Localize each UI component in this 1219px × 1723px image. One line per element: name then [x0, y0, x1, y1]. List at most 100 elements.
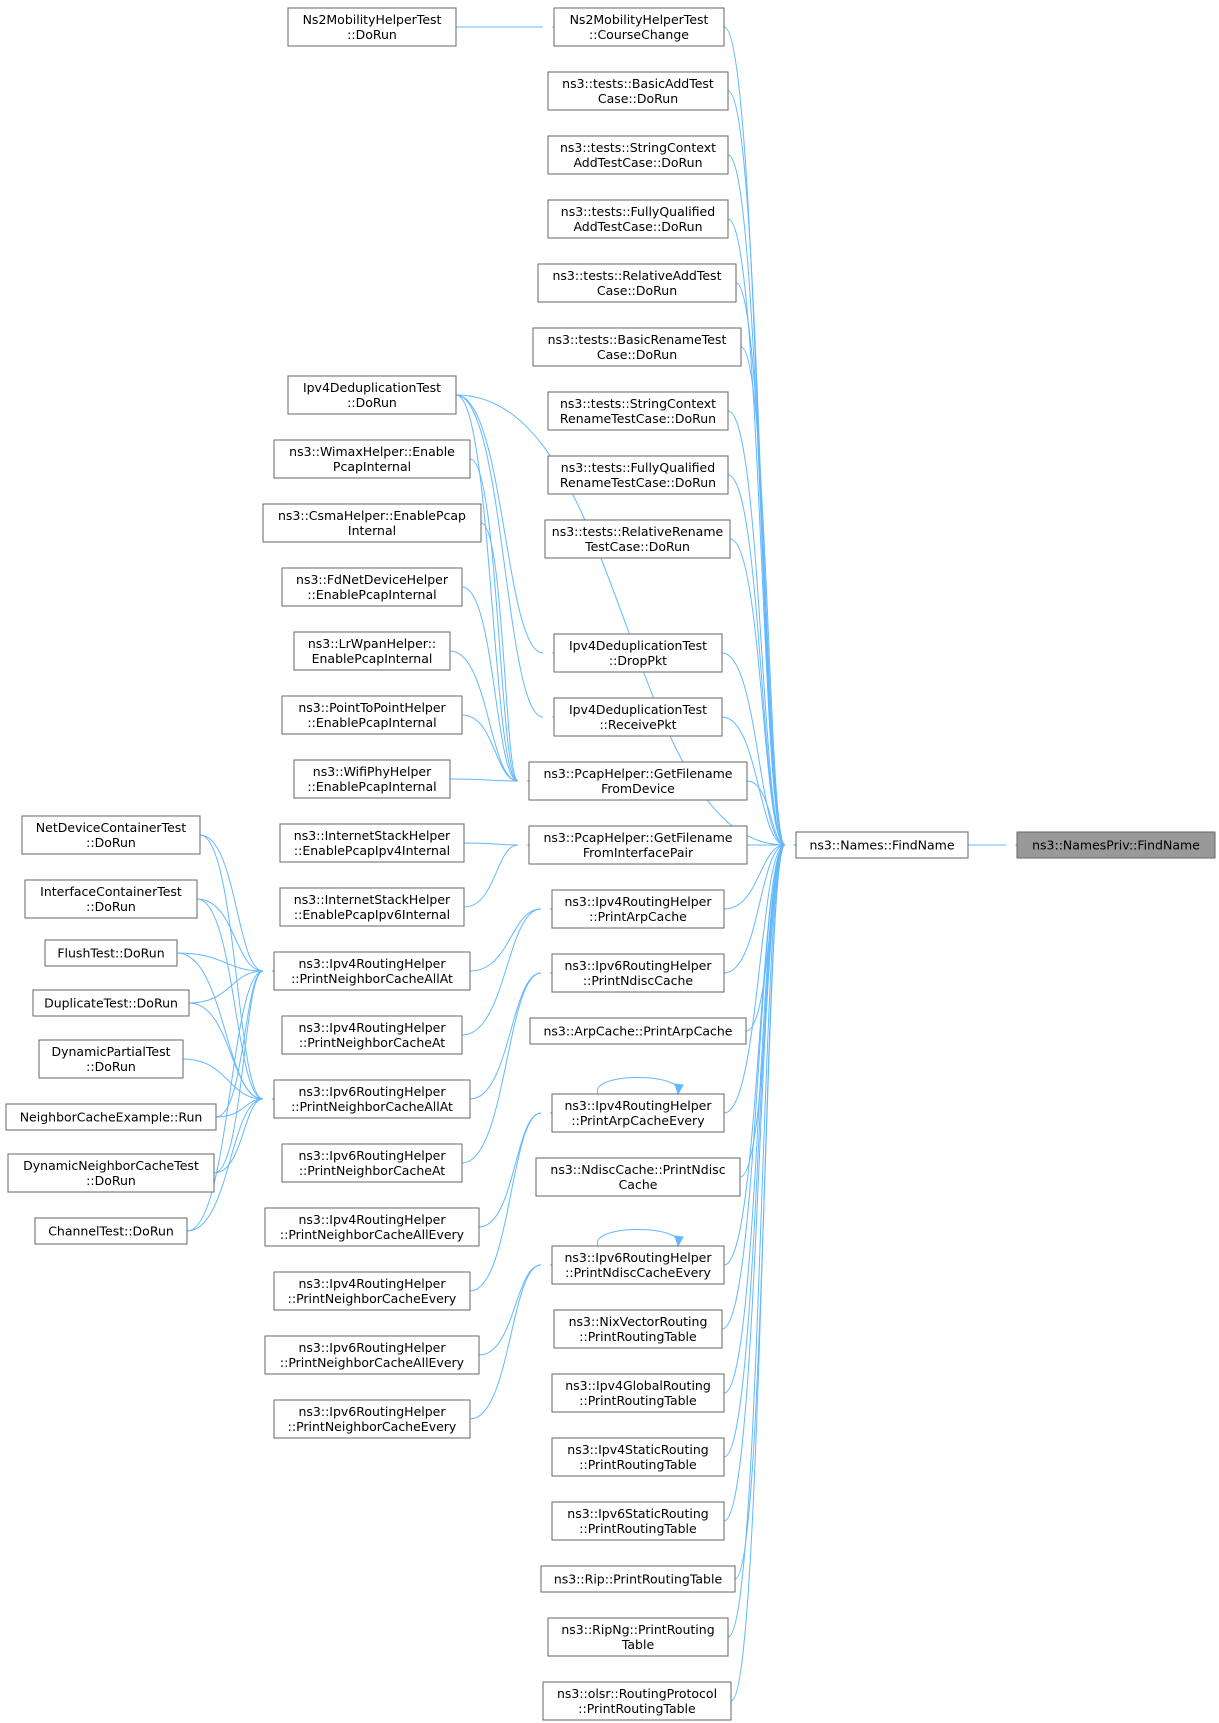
node-ndisccache-print[interactable]: ns3::NdiscCache::PrintNdiscCache — [535, 1157, 741, 1197]
node-dedup-dorun[interactable]: Ipv4DeduplicationTest::DoRun — [287, 375, 457, 415]
edge-ifcontainer-dorun-to-ipv6rh-nc-allat — [196, 898, 264, 1100]
node-label: ::PrintRoutingTable — [578, 1701, 696, 1716]
node-dynnc-dorun[interactable]: DynamicNeighborCacheTest::DoRun — [7, 1153, 215, 1193]
node-strctxrename[interactable]: ns3::tests::StringContextRenameTestCase:… — [547, 391, 729, 431]
node-box — [553, 7, 725, 47]
node-label: ::PrintNeighborCacheAllEvery — [280, 1227, 465, 1242]
node-box — [532, 327, 742, 367]
node-ipv6rh-nc-allevery[interactable]: ns3::Ipv6RoutingHelper::PrintNeighborCac… — [264, 1335, 480, 1375]
node-label: ::PrintNeighborCacheEvery — [288, 1419, 457, 1434]
node-ns2-coursechange[interactable]: Ns2MobilityHelperTest::CourseChange — [553, 7, 725, 47]
edge-flush-dorun-to-ipv4rh-nc-allat — [176, 952, 264, 972]
node-relrename[interactable]: ns3::tests::RelativeRenameTestCase::DoRu… — [544, 519, 731, 559]
node-wifiphy-pcap[interactable]: ns3::WifiPhyHelper::EnablePcapInternal — [293, 759, 451, 799]
node-ipv6rh-printndisc[interactable]: ns3::Ipv6RoutingHelper::PrintNdiscCache — [551, 953, 725, 993]
node-ipv4global-print[interactable]: ns3::Ipv4GlobalRouting::PrintRoutingTabl… — [551, 1373, 725, 1413]
node-label: ns3::tests::StringContext — [560, 396, 716, 411]
node-p2p-pcap[interactable]: ns3::PointToPointHelper::EnablePcapInter… — [281, 695, 463, 735]
node-ipv4static-print[interactable]: ns3::Ipv4StaticRouting::PrintRoutingTabl… — [551, 1437, 725, 1477]
node-box — [544, 519, 731, 559]
node-wimax-pcap[interactable]: ns3::WimaxHelper::EnablePcapInternal — [273, 439, 471, 479]
node-box — [281, 695, 463, 735]
node-ipv4rh-nc-at[interactable]: ns3::Ipv4RoutingHelper::PrintNeighborCac… — [281, 1015, 463, 1055]
node-label: ns3::Names::FindName — [809, 838, 954, 853]
node-duplicate-dorun[interactable]: DuplicateTest::DoRun — [32, 989, 190, 1017]
edge-basicadd-to-names-findname — [727, 90, 786, 846]
node-label: ns3::tests::FullyQualified — [561, 460, 715, 475]
node-box — [528, 761, 748, 801]
node-label: ::PrintRoutingTable — [579, 1393, 697, 1408]
node-label: Ipv4DeduplicationTest — [569, 702, 707, 717]
node-label: ChannelTest::DoRun — [48, 1224, 174, 1239]
node-inet-pcap6[interactable]: ns3::InternetStackHelper::EnablePcapIpv6… — [279, 887, 465, 927]
node-label: ::PrintArpCacheEvery — [571, 1113, 705, 1128]
edge-lrwpan-pcap-to-pcap-fromdevice — [449, 650, 519, 782]
node-label: DynamicNeighborCacheTest — [23, 1158, 199, 1173]
node-label: ::DoRun — [347, 27, 397, 42]
node-box — [21, 815, 201, 855]
node-channel-dorun[interactable]: ChannelTest::DoRun — [34, 1217, 188, 1245]
node-label: ns3::WifiPhyHelper — [313, 764, 432, 779]
node-label: ::CourseChange — [589, 27, 689, 42]
node-fqrename[interactable]: ns3::tests::FullyQualifiedRenameTestCase… — [547, 455, 729, 495]
node-ipv4rh-printarp[interactable]: ns3::Ipv4RoutingHelper::PrintArpCache — [551, 889, 725, 929]
node-dynpartial-dorun[interactable]: DynamicPartialTest::DoRun — [38, 1039, 184, 1079]
node-csma-pcap[interactable]: ns3::CsmaHelper::EnablePcapInternal — [262, 503, 482, 543]
node-ncexample-run[interactable]: NeighborCacheExample::Run — [5, 1103, 217, 1131]
node-olsr-print[interactable]: ns3::olsr::RoutingProtocol::PrintRouting… — [542, 1681, 732, 1721]
node-netdevcontainer-dorun[interactable]: NetDeviceContainerTest::DoRun — [21, 815, 201, 855]
node-box — [547, 391, 729, 431]
node-ripng-print[interactable]: ns3::RipNg::PrintRoutingTable — [547, 1617, 729, 1657]
node-label: ns3::tests::RelativeRename — [552, 524, 724, 539]
node-label: Case::DoRun — [598, 91, 678, 106]
node-box — [1016, 831, 1216, 859]
edge-arrowhead — [674, 1235, 684, 1248]
node-ipv6rh-nc-allat[interactable]: ns3::Ipv6RoutingHelper::PrintNeighborCac… — [273, 1079, 471, 1119]
node-ipv6rh-nc-at[interactable]: ns3::Ipv6RoutingHelper::PrintNeighborCac… — [281, 1143, 463, 1183]
node-ipv4rh-printarpevery[interactable]: ns3::Ipv4RoutingHelper::PrintArpCacheEve… — [551, 1093, 725, 1133]
node-ipv6rh-printndiscevery[interactable]: ns3::Ipv6RoutingHelper::PrintNdiscCacheE… — [551, 1245, 725, 1285]
edge-flush-dorun-to-ipv6rh-nc-allat — [176, 952, 264, 1100]
node-box — [535, 1157, 741, 1197]
node-label: ns3::Ipv6RoutingHelper — [298, 1404, 446, 1419]
node-ifcontainer-dorun[interactable]: InterfaceContainerTest::DoRun — [24, 879, 198, 919]
node-label: Internal — [348, 523, 396, 538]
node-box — [273, 1399, 471, 1439]
node-box — [293, 631, 451, 671]
node-names-findname[interactable]: ns3::Names::FindName — [795, 831, 969, 859]
node-ipv4rh-nc-every[interactable]: ns3::Ipv4RoutingHelper::PrintNeighborCac… — [273, 1271, 471, 1311]
node-ipv6rh-nc-every[interactable]: ns3::Ipv6RoutingHelper::PrintNeighborCac… — [273, 1399, 471, 1439]
node-ipv4rh-nc-allat[interactable]: ns3::Ipv4RoutingHelper::PrintNeighborCac… — [273, 951, 471, 991]
edge-ipv4rh-nc-at-to-ipv4rh-printarp — [461, 908, 542, 1036]
node-ipv4rh-nc-allevery[interactable]: ns3::Ipv4RoutingHelper::PrintNeighborCac… — [264, 1207, 480, 1247]
node-nix-print[interactable]: ns3::NixVectorRouting::PrintRoutingTable — [553, 1309, 723, 1349]
node-inet-pcap4[interactable]: ns3::InternetStackHelper::EnablePcapIpv4… — [279, 823, 465, 863]
edge-ifcontainer-dorun-to-ipv4rh-nc-allat — [196, 898, 264, 972]
node-ns2-dorun[interactable]: Ns2MobilityHelperTest::DoRun — [287, 7, 457, 47]
node-box — [264, 1207, 480, 1247]
node-strctxadd[interactable]: ns3::tests::StringContextAddTestCase::Do… — [547, 135, 729, 175]
node-fqadd[interactable]: ns3::tests::FullyQualifiedAddTestCase::D… — [547, 199, 729, 239]
node-ipv6static-print[interactable]: ns3::Ipv6StaticRouting::PrintRoutingTabl… — [551, 1501, 725, 1541]
node-arpcache-print[interactable]: ns3::ArpCache::PrintArpCache — [529, 1017, 747, 1045]
node-box — [281, 1143, 463, 1183]
node-pcap-frominterface[interactable]: ns3::PcapHelper::GetFilenameFromInterfac… — [528, 825, 748, 865]
node-label: ::EnablePcapInternal — [307, 779, 436, 794]
node-rip-print[interactable]: ns3::Rip::PrintRoutingTable — [540, 1565, 736, 1593]
node-box — [529, 1017, 747, 1045]
edge-ipv4rh-nc-allat-to-ipv4rh-printarp — [469, 908, 542, 972]
node-root[interactable]: ns3::NamesPriv::FindName — [1016, 831, 1216, 859]
node-dedup-droppkt[interactable]: Ipv4DeduplicationTest::DropPkt — [553, 633, 723, 673]
node-lrwpan-pcap[interactable]: ns3::LrWpanHelper::EnablePcapInternal — [293, 631, 451, 671]
node-box — [547, 455, 729, 495]
node-label: ns3::Ipv4RoutingHelper — [564, 1098, 712, 1113]
node-fdnet-pcap[interactable]: ns3::FdNetDeviceHelper::EnablePcapIntern… — [281, 567, 463, 607]
node-label: ns3::Ipv4RoutingHelper — [298, 1212, 446, 1227]
node-dedup-receivepkt[interactable]: Ipv4DeduplicationTest::ReceivePkt — [553, 697, 723, 737]
edge-ipv6rh-nc-at-to-ipv6rh-printndisc — [461, 972, 542, 1164]
node-flush-dorun[interactable]: FlushTest::DoRun — [44, 939, 178, 967]
